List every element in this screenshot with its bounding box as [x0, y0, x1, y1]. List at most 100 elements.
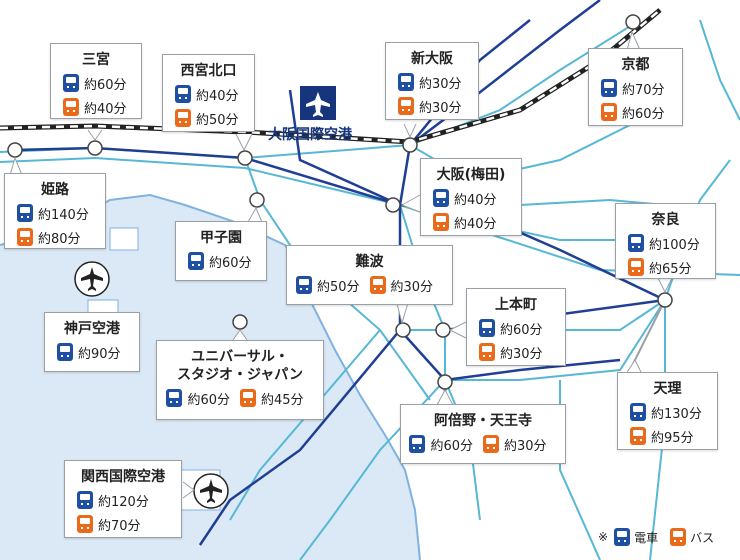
- bus-icon: [483, 435, 499, 453]
- train-icon: [295, 276, 312, 294]
- callout-pointer: [247, 206, 263, 223]
- station-callout-nara: 奈良 約100分 約65分: [615, 203, 716, 279]
- bus-icon: [17, 228, 33, 246]
- rail-line: [699, 19, 740, 121]
- station-name: 大阪(梅田): [436, 167, 506, 183]
- bus-time: 約95分: [651, 430, 694, 446]
- station-name: 難波: [355, 254, 384, 270]
- station-name: 京都: [621, 57, 650, 73]
- station-callout-umeda: 大阪(梅田) 約40分 約40分: [420, 158, 522, 236]
- bus-icon: [175, 109, 191, 127]
- bus-icon: [398, 97, 414, 115]
- station-callout-usj: ユニバーサル・ スタジオ・ジャパン 約60分約45分: [156, 340, 324, 420]
- station-dot-koshien: [249, 192, 265, 208]
- train-time: 約40分: [196, 88, 239, 104]
- main-line: [198, 329, 401, 546]
- callout-pointer: [436, 388, 454, 406]
- main-line: [398, 205, 447, 430]
- bus-time: 約65分: [649, 261, 692, 277]
- bus-icon: [63, 98, 79, 116]
- train-icon: [188, 252, 204, 270]
- main-line: [288, 89, 401, 207]
- station-name: ユニバーサル・ スタジオ・ジャパン: [177, 349, 303, 383]
- station-callout-kansai-airport: 関西国際空港 約120分 約70分: [64, 460, 182, 538]
- nara-tenri-line: [629, 299, 666, 371]
- train-icon: [630, 403, 646, 421]
- callout-pointer: [9, 156, 23, 176]
- train-icon: [175, 85, 191, 103]
- train-icon: [409, 435, 426, 453]
- station-dot-kyoto: [625, 14, 641, 30]
- train-time: 約30分: [419, 76, 462, 92]
- train-time: 約70分: [622, 82, 665, 98]
- station-callout-sannomiya: 三宮 約60分 約40分: [50, 43, 142, 119]
- station-name: 姫路: [41, 182, 69, 198]
- bus-icon: [479, 343, 495, 361]
- station-name: 関西国際空港: [81, 469, 165, 485]
- bus-time: 約50分: [196, 112, 239, 128]
- callout-pointer: [657, 277, 673, 294]
- station-dot-namba: [395, 322, 411, 338]
- callout-pointer: [232, 329, 248, 341]
- rail-line: [559, 380, 601, 560]
- train-icon: [601, 79, 617, 97]
- bus-time: 約70分: [98, 518, 141, 534]
- train-time: 約60分: [500, 322, 543, 338]
- legend-note: ※: [598, 530, 609, 544]
- rail-line: [229, 329, 381, 521]
- station-name: 甲子園: [200, 230, 242, 246]
- station-dot-uehommachi: [435, 322, 451, 338]
- train-time: 約140分: [38, 207, 89, 223]
- bus-time: 約40分: [454, 216, 497, 232]
- bus-icon: [630, 427, 646, 445]
- legend-train-label: 電車: [634, 530, 659, 545]
- train-icon: [614, 528, 631, 546]
- station-name: 三宮: [82, 52, 110, 68]
- callout-pointer: [626, 30, 641, 51]
- station-dot-himeji: [7, 142, 23, 158]
- train-time: 約50分: [316, 279, 360, 295]
- station-dot-abeno: [437, 374, 453, 390]
- rail-line: [0, 156, 401, 206]
- station-callout-kyoto: 京都 約70分 約60分: [588, 48, 683, 126]
- airport-label: 大阪国際空港: [268, 127, 352, 143]
- bus-icon: [670, 528, 687, 546]
- train-icon: [63, 74, 79, 92]
- callout-pointer: [235, 133, 253, 152]
- airplane-icon: [74, 261, 110, 297]
- station-name: 阿倍野・天王寺: [434, 413, 532, 429]
- callout-pointer: [182, 481, 195, 499]
- bus-time: 約40分: [84, 101, 127, 117]
- train-time: 約40分: [454, 192, 497, 208]
- bus-icon: [601, 103, 617, 121]
- station-dot-nara: [657, 292, 673, 308]
- station-name: 上本町: [495, 297, 537, 313]
- train-icon: [17, 204, 33, 222]
- station-callout-kobe-airport: 神戸空港 約90分: [44, 312, 140, 372]
- bus-time: 約45分: [261, 392, 304, 408]
- train-icon: [398, 73, 414, 91]
- train-icon: [628, 234, 644, 252]
- station-callout-himeji: 姫路 約140分 約80分: [4, 173, 106, 249]
- train-icon: [433, 189, 449, 207]
- bus-time: 約30分: [500, 346, 543, 362]
- bus-icon: [433, 213, 449, 231]
- station-callout-uehommachi: 上本町 約60分 約30分: [466, 288, 566, 366]
- station-callout-namba: 難波 約50分 約30分: [286, 245, 453, 305]
- train-icon: [57, 343, 73, 361]
- station-name: 神戸空港: [64, 321, 120, 337]
- station-dot-shinosaka: [402, 137, 418, 153]
- train-icon: [479, 319, 495, 337]
- callout-pointer: [403, 123, 417, 139]
- bus-time: 約30分: [390, 279, 434, 295]
- legend-bus-label: バス: [690, 530, 715, 545]
- bus-time: 約30分: [419, 100, 462, 116]
- station-name: 奈良: [651, 212, 680, 228]
- main-line: [444, 358, 621, 382]
- airplane-icon: [300, 86, 336, 120]
- bus-icon: [628, 258, 644, 276]
- station-name: 天理: [653, 381, 682, 397]
- train-icon: [77, 491, 93, 509]
- station-callout-koshien: 甲子園 約60分: [175, 221, 267, 281]
- station-callout-shinosaka: 新大阪 約30分 約30分: [385, 42, 479, 120]
